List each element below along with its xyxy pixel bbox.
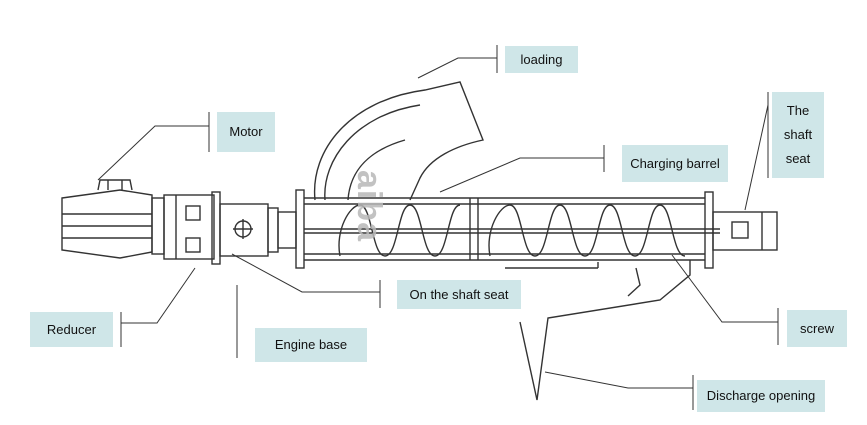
label-screw: screw — [787, 310, 847, 347]
leader-lines — [97, 45, 779, 410]
label-loading: loading — [505, 46, 578, 73]
label-engine-base: Engine base — [255, 328, 367, 362]
label-charging-barrel: Charging barrel — [622, 145, 728, 182]
coupling-housing — [219, 203, 297, 257]
reducer-body — [163, 194, 215, 260]
right-shaft-seat — [704, 191, 778, 269]
label-on-shaft-seat: On the shaft seat — [397, 280, 521, 309]
left-end-flange — [295, 189, 305, 269]
label-motor: Motor — [217, 112, 275, 152]
discharge-chute — [505, 260, 691, 401]
flange-plate — [211, 191, 221, 265]
motor-body — [61, 179, 165, 259]
label-reducer: Reducer — [30, 312, 113, 347]
label-shaft-seat: The shaft seat — [772, 92, 824, 178]
loading-hopper — [313, 81, 484, 201]
conveyor-drawing — [61, 81, 778, 401]
watermark-text: aiba — [350, 170, 388, 243]
label-discharge-opening: Discharge opening — [697, 380, 825, 412]
screw-flights — [338, 204, 686, 257]
